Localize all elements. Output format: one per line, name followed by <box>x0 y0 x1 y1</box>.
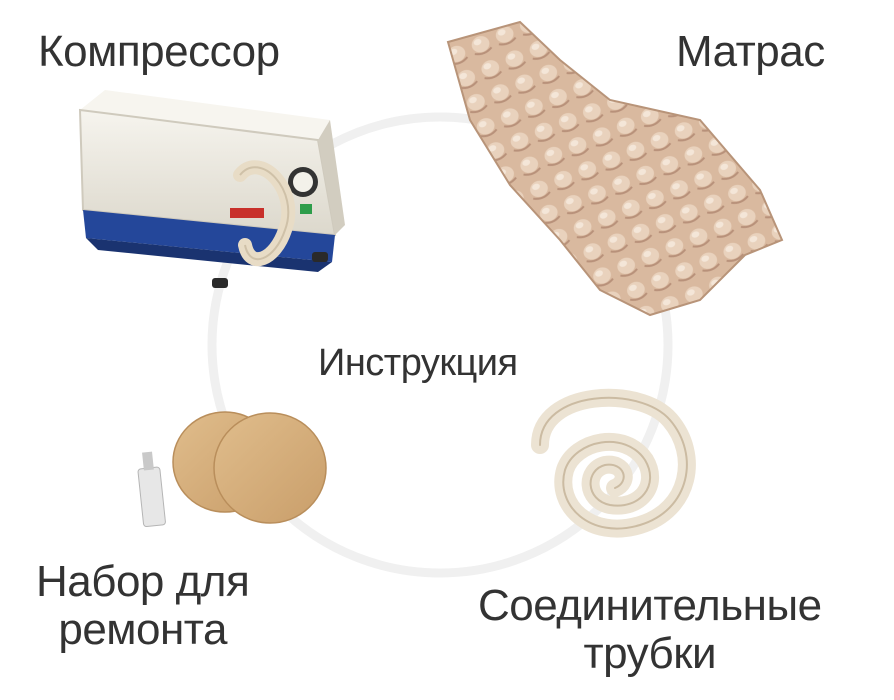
tubes-image <box>531 388 696 538</box>
mattress-label: Матрас <box>676 27 825 76</box>
compressor-image <box>78 90 345 288</box>
center-ring <box>207 112 673 578</box>
tubes-label-line2: трубки <box>583 628 717 678</box>
tubes-label: Соединительные трубки <box>478 582 822 677</box>
tubes-label-line1: Соединительные <box>478 581 822 630</box>
repair-kit-image <box>137 411 327 528</box>
repair-kit-label-line1: Набор для <box>36 557 250 606</box>
compressor-label: Компрессор <box>38 27 280 76</box>
mattress-image <box>446 20 784 317</box>
repair-kit-label: Набор для ремонта <box>36 557 250 654</box>
repair-kit-label-line2: ремонта <box>58 604 227 654</box>
instruction-label: Инструкция <box>318 342 518 384</box>
